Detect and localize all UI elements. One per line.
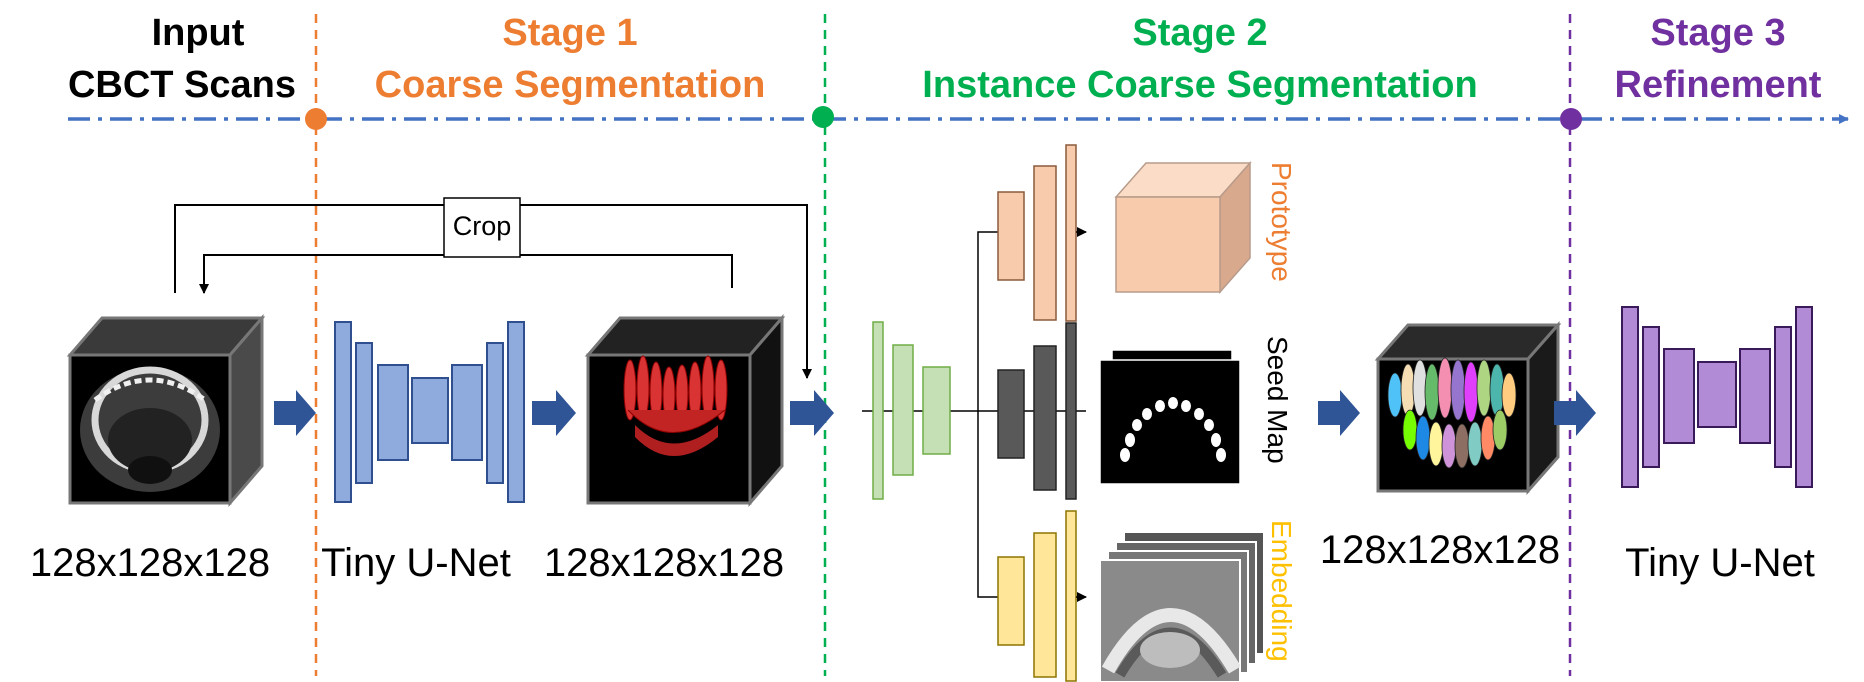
flow-arrow-5 (1554, 390, 1596, 436)
prototype-label: Prototype (1266, 162, 1297, 282)
colored-teeth-volume-icon (1374, 321, 1562, 495)
red-teeth-volume-icon (584, 313, 786, 508)
header-stage2: Stage 2 Instance Coarse Segmentation (922, 12, 1477, 106)
header-input-line1: Input (152, 12, 245, 54)
prototype-cube-icon (1114, 161, 1252, 294)
coarse-size-label: 128x128x128 (544, 541, 784, 585)
seed-map-decoder (997, 322, 1077, 500)
header-input-line2: CBCT Scans (68, 64, 296, 106)
flow-arrow-2 (532, 390, 576, 436)
flow-arrow-1 (274, 390, 316, 436)
cbct-volume-icon (66, 313, 266, 508)
branch-connector (977, 231, 998, 598)
tiny-unet-1-label: Tiny U-Net (321, 541, 511, 585)
milestone-stage3 (1560, 108, 1582, 130)
milestone-stage2 (812, 106, 834, 128)
header-stage1-line2: Coarse Segmentation (375, 64, 766, 106)
embedding-decoder (997, 510, 1077, 682)
milestone-stage1 (305, 108, 327, 130)
tiny-unet-2-label: Tiny U-Net (1625, 541, 1815, 585)
instance-size-label: 128x128x128 (1320, 528, 1560, 572)
header-stage1-line1: Stage 1 (502, 12, 637, 54)
crop-box (443, 197, 521, 258)
header-stage2-line2: Instance Coarse Segmentation (922, 64, 1477, 106)
seed-map-label: Seed Map (1262, 336, 1293, 464)
seed-map-stack-icon (1099, 349, 1241, 485)
shared-encoder (872, 321, 951, 500)
header-stage3-line2: Refinement (1615, 64, 1822, 106)
tiny-unet-1 (334, 321, 525, 503)
header-stage1: Stage 1 Coarse Segmentation (375, 12, 766, 106)
tiny-unet-2 (1621, 306, 1813, 488)
header-stage3: Stage 3 Refinement (1615, 12, 1822, 106)
embedding-label: Embedding (1266, 520, 1297, 662)
input-size-label: 128x128x128 (30, 541, 270, 585)
header-stage3-line1: Stage 3 (1650, 12, 1785, 54)
prototype-decoder (997, 144, 1077, 322)
header-input: Input CBCT Scans (68, 12, 296, 106)
crop-label: Crop (453, 211, 512, 241)
flow-arrow-4 (1318, 390, 1360, 436)
embedding-stack-icon (1099, 531, 1265, 682)
crop-connector: Crop (174, 197, 812, 379)
header-stage2-line1: Stage 2 (1132, 12, 1267, 54)
flow-arrow-3 (790, 390, 834, 436)
